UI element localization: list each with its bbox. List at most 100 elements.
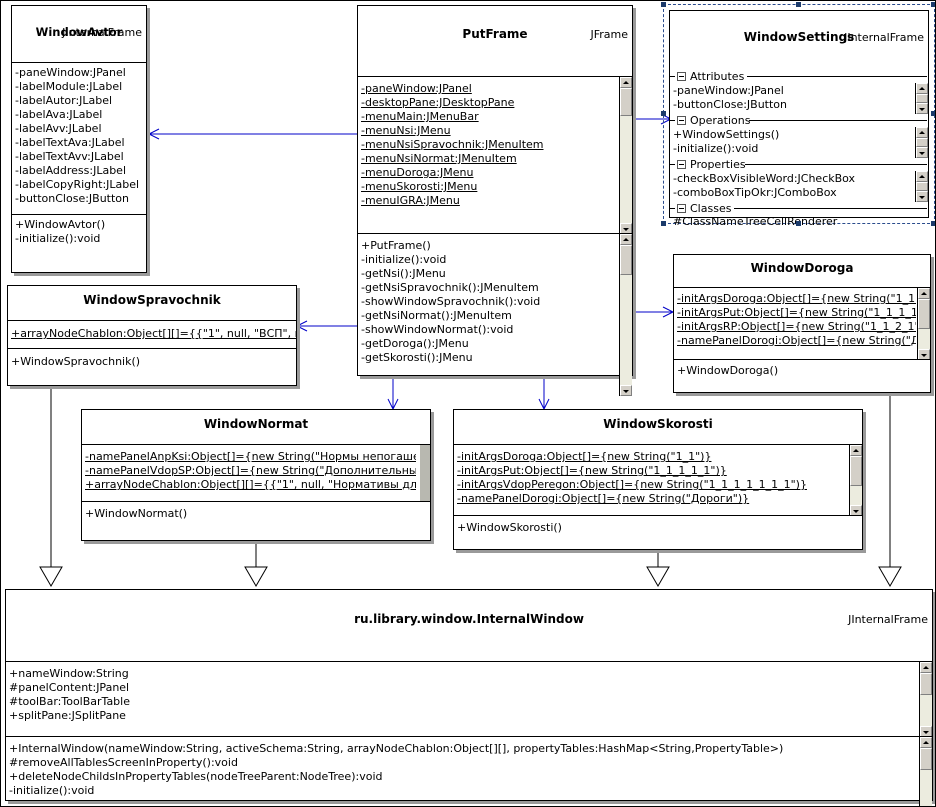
class-name: WindowSettings (743, 30, 855, 44)
selection-handle-w[interactable] (661, 111, 666, 116)
scroll-up-button[interactable] (918, 288, 930, 299)
operations-scrollbar[interactable] (619, 234, 632, 396)
attribute-row: -labelAva:JLabel (15, 108, 103, 121)
collapse-toggle-icon[interactable] (677, 72, 686, 81)
operations-compartment[interactable]: +WindowDoroga() (674, 360, 930, 398)
properties-scrollbar[interactable] (915, 171, 928, 202)
selection-handle-se[interactable] (931, 221, 935, 226)
collapse-toggle-icon[interactable] (677, 204, 686, 213)
scroll-up-button[interactable] (620, 234, 632, 245)
scroll-down-button[interactable] (916, 147, 928, 158)
operations-compartment[interactable]: +PutFrame() -initialize():void -getNsi()… (358, 234, 632, 396)
attributes-scrollbar[interactable] (917, 288, 930, 359)
class-box-window-avtor[interactable]: JInternalFrame WindowAvtor -paneWindow:J… (11, 5, 147, 273)
attributes-compartment[interactable]: -paneWindow:JPanel -desktopPane:JDesktop… (358, 77, 632, 234)
operation-row: -initialize():void (15, 232, 101, 245)
class-name: ru.library.window.InternalWindow (354, 612, 584, 626)
group-line-left (670, 76, 675, 77)
scroll-up-button[interactable] (920, 662, 932, 673)
attributes-compartment[interactable]: +arrayNodeChablon:Object[][]={{"1", null… (8, 321, 296, 349)
scroll-up-button[interactable] (620, 77, 632, 88)
attributes-scrollbar[interactable] (915, 83, 928, 114)
scroll-up-button[interactable] (916, 171, 928, 182)
attribute-row: -initArgsPut:Object[]={new String("1_1_1… (677, 306, 916, 319)
group-label: Properties (690, 158, 746, 171)
class-name: WindowAvtor (35, 25, 123, 39)
selection-handle-sw[interactable] (661, 221, 666, 226)
selection-handle-nw[interactable] (661, 2, 666, 7)
operations-compartment[interactable]: +WindowSettings() -initialize():void (670, 127, 928, 158)
attributes-compartment[interactable]: -initArgsDoroga:Object[]={new String("1_… (674, 288, 930, 360)
attribute-row: -menuIGRA:JMenu (361, 194, 460, 207)
class-header: JInternalFrame WindowAvtor (12, 25, 146, 63)
collapse-toggle-icon[interactable] (677, 160, 686, 169)
scroll-up-button[interactable] (920, 737, 932, 748)
operations-compartment[interactable]: +WindowNormat() (82, 502, 430, 547)
scroll-down-button[interactable] (916, 103, 928, 114)
scrollbar-thumb[interactable] (916, 138, 928, 147)
group-header-classes[interactable]: Classes (670, 202, 928, 215)
class-stereotype: JFrame (590, 28, 628, 41)
attribute-row: -menuSkorosti:JMenu (361, 180, 478, 193)
scrollbar-thumb[interactable] (850, 456, 862, 486)
attributes-compartment[interactable]: -initArgsDoroga:Object[]={new String("1_… (454, 445, 862, 516)
selection-handle-s[interactable] (796, 221, 801, 226)
attributes-compartment[interactable]: -namePanelAnpKsi:Object[]={new String("Н… (82, 445, 430, 502)
selection-handle-ne[interactable] (931, 2, 935, 7)
group-header-operations[interactable]: Operations (670, 114, 928, 127)
scroll-down-button[interactable] (850, 505, 862, 515)
operation-row: +PutFrame() (361, 239, 431, 252)
attributes-scrollbar[interactable] (619, 77, 632, 233)
class-box-window-doroga[interactable]: WindowDoroga -initArgsDoroga:Object[]={n… (673, 254, 931, 393)
operations-compartment[interactable]: +WindowSkorosti() (454, 516, 862, 556)
operation-row: -getSkorosti():JMenu (361, 351, 473, 364)
attribute-row: +nameWindow:String (9, 667, 129, 680)
class-box-window-skorosti[interactable]: WindowSkorosti -initArgsDoroga:Object[]=… (453, 409, 863, 550)
scroll-down-button[interactable] (620, 223, 632, 233)
operations-scrollbar[interactable] (919, 737, 932, 806)
attributes-compartment[interactable]: -paneWindow:JPanel -labelModule:JLabel -… (12, 63, 146, 215)
properties-compartment[interactable]: -checkBoxVisibleWord:JCheckBox -comboBox… (670, 171, 928, 202)
scroll-up-button[interactable] (916, 127, 928, 138)
operation-row: -initialize():void (673, 142, 759, 155)
class-stereotype: JInternalFrame (848, 613, 928, 626)
scrollbar-thumb[interactable] (918, 299, 930, 329)
class-box-put-frame[interactable]: JFrame PutFrame -paneWindow:JPanel -desk… (357, 5, 633, 396)
selection-handle-e[interactable] (931, 111, 935, 116)
attribute-row: -labelTextAva:JLabel (15, 136, 125, 149)
operations-compartment[interactable]: +InternalWindow(nameWindow:String, activ… (6, 737, 932, 806)
class-box-window-spravochnik[interactable]: WindowSpravochnik +arrayNodeChablon:Obje… (7, 285, 297, 386)
class-box-window-normat[interactable]: WindowNormat -namePanelAnpKsi:Object[]={… (81, 409, 431, 541)
operation-row: +WindowSpravochnik() (11, 355, 141, 368)
scroll-down-button[interactable] (918, 349, 930, 359)
scroll-up-button[interactable] (916, 83, 928, 94)
operations-scrollbar[interactable] (915, 127, 928, 158)
scroll-down-button[interactable] (916, 191, 928, 202)
scrollbar-thumb[interactable] (920, 748, 932, 770)
class-box-internal-window[interactable]: JInternalFrame ru.library.window.Interna… (5, 589, 933, 806)
scrollbar-thumb[interactable] (620, 245, 632, 275)
attributes-scrollbar[interactable] (849, 445, 862, 515)
class-name: WindowNormat (203, 417, 309, 431)
selection-handle-n[interactable] (796, 2, 801, 7)
scrollbar-thumb[interactable] (920, 673, 932, 695)
scrollbar-thumb[interactable] (916, 182, 928, 191)
scrollbar-thumb[interactable] (916, 94, 928, 103)
class-box-window-settings[interactable]: JInternalFrame WindowSettings Attributes… (669, 10, 929, 228)
scroll-down-button[interactable] (620, 385, 632, 396)
attributes-scrollbar[interactable] (420, 445, 430, 501)
class-header: WindowDoroga (674, 261, 930, 288)
scrollbar-thumb[interactable] (620, 88, 632, 116)
attribute-row: -menuNsiSpravochnik:JMenuItem (361, 138, 544, 151)
scroll-up-button[interactable] (850, 445, 862, 456)
attributes-compartment[interactable]: -paneWindow:JPanel -buttonClose:JButton (670, 83, 928, 114)
attributes-compartment[interactable]: +nameWindow:String #panelContent:JPanel … (6, 662, 932, 737)
operations-compartment[interactable]: +WindowSpravochnik() (8, 349, 296, 392)
operations-compartment[interactable]: +WindowAvtor() -initialize():void (12, 215, 146, 291)
scroll-down-button[interactable] (920, 726, 932, 736)
group-header-properties[interactable]: Properties (670, 158, 928, 171)
attributes-scrollbar[interactable] (919, 662, 932, 736)
collapse-toggle-icon[interactable] (677, 116, 686, 125)
group-header-attributes[interactable]: Attributes (670, 70, 928, 83)
